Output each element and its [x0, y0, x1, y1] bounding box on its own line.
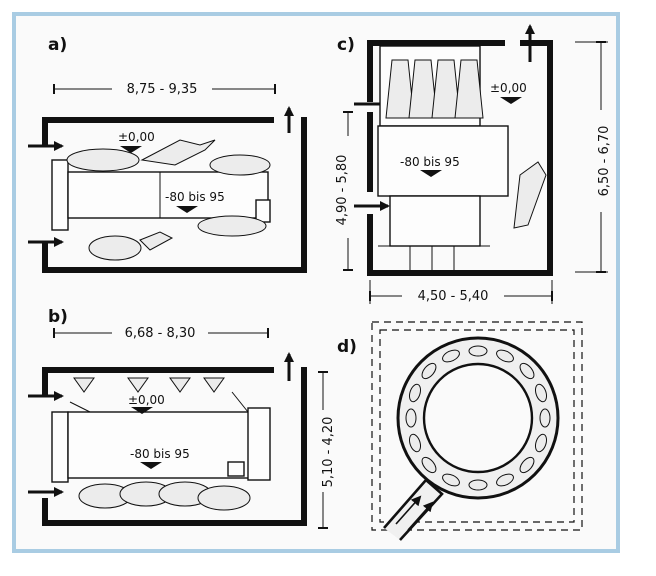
- panel-c-carcass: [454, 59, 484, 119]
- panel-b-width-dimension: 6,68 - 8,30: [125, 326, 196, 341]
- panel-a-level-marker-lower: [176, 206, 198, 213]
- panel-c-left-wall-bottom: [367, 214, 373, 276]
- panel-b-carcass: [127, 377, 149, 393]
- panel-b-left-wall-top: [42, 367, 48, 395]
- panel-b-lower-temperature: -80 bis 95: [130, 447, 190, 461]
- panel-a-carcass: [197, 215, 267, 237]
- panel-c-lower-temperature: -80 bis 95: [400, 155, 460, 169]
- panel-a-right-wall: [301, 117, 307, 273]
- panel-a-width-dimension: 8,75 - 9,35: [127, 82, 198, 97]
- panel-c: c) ±0,00 -80 bis 95 4,90 - 5,80: [335, 24, 612, 304]
- panel-c-evaporator: [377, 125, 509, 197]
- panel-a-left-wall-bottom: [42, 243, 48, 273]
- panel-d-outer-housing: [371, 321, 583, 531]
- panel-b-upper-temperature: ±0,00: [128, 393, 165, 407]
- panel-d-inlet-chute: [383, 478, 444, 541]
- panel-d-carcass: [405, 408, 417, 428]
- panel-b-carcass: [73, 377, 95, 393]
- panel-b-carcass: [197, 485, 251, 511]
- panel-d-carcass: [408, 383, 422, 403]
- panel-c-bottom-wall: [367, 270, 553, 276]
- panel-d-carcass: [496, 349, 514, 363]
- panel-d-carcass: [539, 408, 551, 428]
- panel-b-carcass: [203, 377, 225, 393]
- panel-a-carcass: [209, 154, 271, 176]
- panel-c-upper-temperature: ±0,00: [490, 81, 527, 95]
- panel-b-hanger: [231, 391, 249, 413]
- panel-c-right-height-dimension: 6,50 - 6,70: [597, 126, 612, 197]
- panel-c-level-marker-upper: [500, 97, 522, 104]
- panel-c-letter: c): [337, 35, 355, 55]
- panel-d-carcass: [408, 433, 422, 453]
- panel-a-upper-temperature: ±0,00: [118, 130, 155, 144]
- panel-b-level-marker-upper: [131, 407, 153, 414]
- panel-c-lower-unit: [389, 195, 481, 247]
- panel-b-fan-block: [51, 411, 69, 483]
- panel-b: b) 6,68 - 8,30 ±0,00 -80 bis 95: [28, 307, 336, 529]
- panel-d-inner-housing: [379, 329, 575, 523]
- panel-b-bottom-wall: [42, 520, 307, 526]
- panel-a-outlet-block: [255, 199, 271, 223]
- panel-b-left-wall-bottom: [42, 498, 48, 526]
- panel-b-letter: b): [48, 307, 68, 327]
- panel-d-carcass: [468, 345, 488, 357]
- panel-d-carcass: [534, 433, 548, 453]
- panel-b-right-wall: [301, 367, 307, 526]
- panel-a-lower-temperature: -80 bis 95: [165, 190, 225, 204]
- panel-c-top-wall: [367, 40, 505, 46]
- panel-b-level-marker-lower: [140, 462, 162, 469]
- panel-d-carcass: [534, 383, 548, 403]
- panel-d-carcass: [519, 362, 535, 380]
- panel-d-carcass: [421, 362, 437, 380]
- panel-a-top-wall: [42, 117, 274, 123]
- panel-a-left-wall-top: [42, 117, 48, 147]
- panel-a-carcass: [66, 148, 140, 172]
- panel-c-left-wall-top: [367, 40, 373, 102]
- panel-b-outlet-grille: [227, 461, 245, 477]
- panel-b-top-wall: [42, 367, 274, 373]
- panel-d-carcass: [519, 456, 535, 474]
- panel-a-level-marker-upper: [120, 146, 142, 153]
- panel-d-carcass: [468, 479, 488, 491]
- panel-d-carcass: [421, 456, 437, 474]
- panel-c-left-height-dimension: 4,90 - 5,80: [335, 155, 350, 226]
- panel-c-right-wall: [547, 40, 553, 276]
- panel-d-spiral-inner-wall: [422, 362, 534, 474]
- panel-b-outlet-block: [247, 407, 271, 481]
- panel-d-carcass: [496, 473, 514, 487]
- panel-a-evaporator: [67, 171, 269, 219]
- panel-d-inlet-arrow: [407, 501, 434, 531]
- panel-c-top-wall-right: [520, 40, 553, 46]
- panel-a-letter: a): [48, 35, 67, 55]
- panel-c-carcass: [513, 161, 547, 229]
- panel-c-level-marker-lower: [420, 170, 442, 177]
- panel-d: d): [337, 321, 583, 541]
- panel-d-inlet-arrow: [395, 495, 422, 525]
- panel-c-width-dimension: 4,50 - 5,40: [418, 289, 489, 304]
- panel-a-carcass: [140, 139, 216, 166]
- panel-b-height-dimension: 5,10 - 4,20: [321, 417, 336, 488]
- panel-a-carcass: [88, 235, 142, 261]
- panel-a-bottom-wall: [42, 267, 307, 273]
- panel-a: a) 8,75 - 9,35 ±0,00 -80 bis 95: [28, 35, 307, 273]
- panel-a-fan-block: [51, 159, 69, 231]
- panel-c-left-wall-middle: [367, 112, 373, 192]
- panel-d-letter: d): [337, 337, 357, 357]
- panel-d-carcass: [442, 349, 460, 363]
- panel-b-hanger: [69, 401, 91, 413]
- panel-d-carcass-ring: [405, 345, 551, 491]
- panel-b-carcass: [169, 377, 191, 393]
- panel-a-carcass: [139, 231, 174, 251]
- panel-d-carcass: [442, 473, 460, 487]
